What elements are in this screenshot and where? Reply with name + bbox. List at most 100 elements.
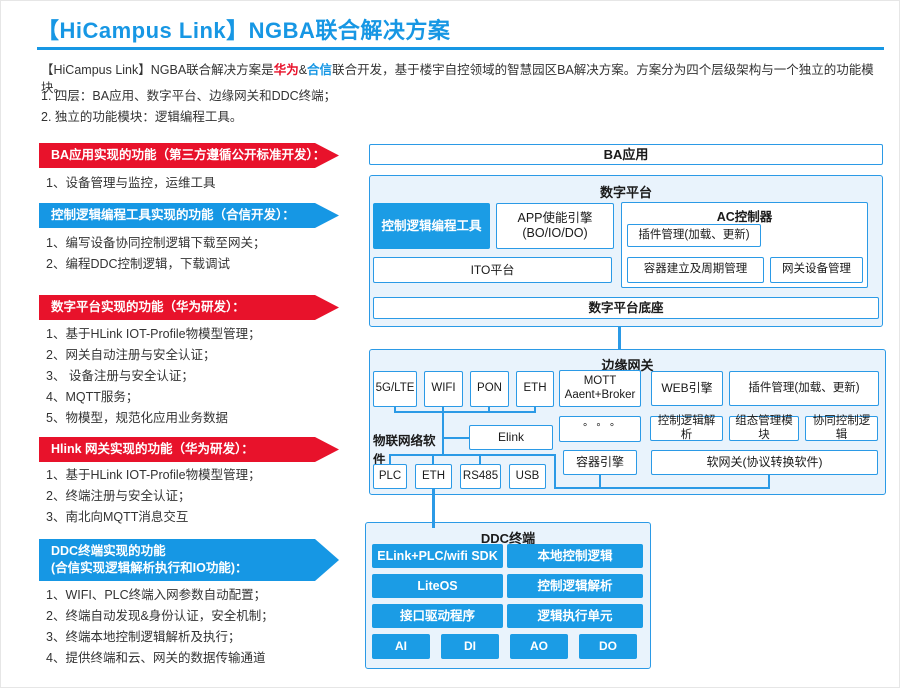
ddc-io-ai-box: AI bbox=[372, 634, 430, 659]
feature-item: 4、MQTT服务； bbox=[46, 390, 139, 404]
feature-item: 2、终端注册与安全认证； bbox=[46, 489, 191, 503]
if-5g-lte-box: 5G/LTE bbox=[373, 371, 417, 407]
ddc-logic-parse-box: 控制逻辑解析 bbox=[507, 574, 643, 598]
app-engine-line1: APP使能引擎 bbox=[517, 211, 593, 225]
feature-item: 3、南北向MQTT消息交互 bbox=[46, 510, 189, 524]
connector-rs485-bus bbox=[479, 454, 481, 464]
connector-platform-edge bbox=[618, 327, 621, 349]
feature-item: 2、终端自动发现&身份认证，安全机制； bbox=[46, 609, 274, 623]
edge-plugin-mgmt-box: 插件管理(加载、更新) bbox=[729, 371, 879, 406]
soft-gateway-box: 软网关(协议转换软件) bbox=[651, 450, 878, 475]
ddc-sdk-box: ELink+PLC/wifi SDK bbox=[372, 544, 503, 568]
mqtt-line2: Aaent+Broker bbox=[564, 388, 636, 401]
feature-item: 2、网关自动注册与安全认证； bbox=[46, 348, 216, 362]
feature-list-ba-app: 1、设备管理与监控，运维工具 bbox=[46, 173, 215, 194]
ddc-exec-unit-box: 逻辑执行单元 bbox=[507, 604, 643, 628]
intro-huawei: 华为 bbox=[273, 63, 299, 77]
connector-soft-gateway bbox=[768, 475, 770, 488]
mqtt-line1: MOTT bbox=[583, 374, 617, 387]
ba-app-layer: BA应用 bbox=[369, 144, 883, 165]
intro-post: 联合开发，基于楼宇自控领域的智慧园区BA解决方案。方案分为四个层级架构与一个独立… bbox=[41, 63, 874, 95]
connector-plc-bus bbox=[389, 454, 391, 464]
banner-digital-platform: 数字平台实现的功能（华为研发）： bbox=[39, 295, 339, 320]
connector-bus-drop bbox=[554, 454, 556, 489]
connector-pon-bus bbox=[488, 407, 490, 413]
connector-eth-bus bbox=[534, 407, 536, 413]
intro-pre: 【HiCampus Link】NGBA联合解决方案是 bbox=[41, 63, 274, 77]
container-engine-box: 容器引擎 bbox=[563, 450, 637, 475]
banner-hlink-gateway: Hlink 网关实现的功能（华为研发）： bbox=[39, 437, 339, 462]
if-pon-box: PON bbox=[470, 371, 509, 407]
ddc-io-ao-box: AO bbox=[510, 634, 568, 659]
connector-bus-vertical bbox=[442, 411, 444, 455]
banner-title-line2: (合信实现逻辑解析执行和IO功能)： bbox=[51, 561, 248, 575]
connector-edge-ddc bbox=[432, 489, 435, 528]
intro-paragraph: 【HiCampus Link】NGBA联合解决方案是华为&合信联合开发，基于楼宇… bbox=[41, 61, 876, 97]
gateway-device-mgmt-box: 网关设备管理 bbox=[770, 257, 863, 283]
app-engine-box: APP使能引擎 (BO/IO/DO) bbox=[496, 203, 614, 249]
banner-title: DDC终端实现的功能 bbox=[51, 544, 166, 558]
feature-item: 5、物模型，规范化应用业务数据 bbox=[46, 411, 228, 425]
ddc-driver-box: 接口驱动程序 bbox=[372, 604, 503, 628]
bus-uplink bbox=[394, 411, 536, 413]
edge-logic-parse-box: 控制逻辑解析 bbox=[650, 415, 723, 441]
ddc-io-do-box: DO bbox=[579, 634, 637, 659]
iot-network-software-label: 物联网络软件 bbox=[373, 434, 436, 467]
if-eth-box: ETH bbox=[516, 371, 554, 407]
if-wifi-box: WIFI bbox=[424, 371, 463, 407]
ddc-local-logic-box: 本地控制逻辑 bbox=[507, 544, 643, 568]
bus-software bbox=[554, 487, 770, 489]
feature-item: 3、终端本地控制逻辑解析及执行； bbox=[46, 630, 241, 644]
edge-gateway-title: 边缘网关 bbox=[601, 358, 654, 373]
connector-wifi-bus bbox=[442, 407, 444, 413]
plugin-mgmt-box: 插件管理(加载、更新) bbox=[627, 224, 761, 247]
intro-module-line: 2. 独立的功能模块：逻辑编程工具。 bbox=[41, 110, 243, 124]
feature-item: 1、基于HLink IOT-Profile物模型管理； bbox=[46, 468, 261, 482]
mqtt-agent-broker-box: MOTT Aaent+Broker bbox=[559, 370, 641, 407]
ito-platform-box: ITO平台 bbox=[373, 257, 612, 283]
feature-list-hlink-gateway: 1、基于HLink IOT-Profile物模型管理； 2、终端注册与安全认证；… bbox=[46, 465, 261, 528]
app-engine-line2: (BO/IO/DO) bbox=[522, 226, 588, 240]
banner-title: Hlink 网关实现的功能（华为研发）： bbox=[51, 442, 254, 456]
banner-ddc-terminal: DDC终端实现的功能 (合信实现逻辑解析执行和IO功能)： bbox=[39, 539, 339, 581]
digital-platform-base-box: 数字平台底座 bbox=[373, 297, 879, 319]
more-dots-box: ° ° ° bbox=[559, 416, 641, 442]
ac-controller-title: AC控制器 bbox=[716, 210, 773, 224]
intro-layers-line: 1. 四层：BA应用、数字平台、边缘网关和DDC终端； bbox=[41, 89, 337, 103]
eth-port-box: ETH bbox=[415, 464, 452, 489]
ddc-io-di-box: DI bbox=[441, 634, 499, 659]
banner-programming-tool: 控制逻辑编程工具实现的功能（合信开发）： bbox=[39, 203, 339, 228]
plc-port-box: PLC bbox=[373, 464, 407, 489]
feature-list-digital-platform: 1、基于HLink IOT-Profile物模型管理； 2、网关自动注册与安全认… bbox=[46, 324, 261, 429]
title-underline bbox=[37, 47, 884, 50]
feature-list-programming-tool: 1、编写设备协同控制逻辑下载至网关； 2、编程DDC控制逻辑，下载调试 bbox=[46, 233, 265, 275]
ddc-title: DDC终端 bbox=[480, 531, 536, 546]
coop-logic-box: 协同控制逻辑 bbox=[805, 415, 878, 441]
feature-item: 1、基于HLink IOT-Profile物模型管理； bbox=[46, 327, 261, 341]
connector-5g-bus bbox=[394, 407, 396, 413]
feature-item: 2、编程DDC控制逻辑，下载调试 bbox=[46, 257, 231, 271]
intro-hexin: 合信 bbox=[307, 63, 333, 77]
connector-elink bbox=[442, 437, 469, 439]
programming-tool-box: 控制逻辑编程工具 bbox=[373, 203, 490, 249]
intro-amp: & bbox=[298, 63, 308, 77]
feature-item: 1、设备管理与监控，运维工具 bbox=[46, 176, 216, 190]
feature-item: 4、提供终端和云、网关的数据传输通道 bbox=[46, 651, 266, 665]
banner-title: 数字平台实现的功能（华为研发）： bbox=[51, 300, 245, 314]
feature-item: 1、WIFI、PLC终端入网参数自动配置； bbox=[46, 588, 267, 602]
banner-ba-app: BA应用实现的功能（第三方遵循公开标准开发）： bbox=[39, 143, 339, 168]
feature-item: 3、 设备注册与安全认证； bbox=[46, 369, 194, 383]
ddc-liteos-box: LiteOS bbox=[372, 574, 503, 598]
container-lifecycle-box: 容器建立及周期管理 bbox=[627, 257, 764, 283]
banner-title: 控制逻辑编程工具实现的功能（合信开发）： bbox=[51, 208, 295, 222]
bus-downlink bbox=[389, 454, 556, 456]
feature-list-ddc-terminal: 1、WIFI、PLC终端入网参数自动配置； 2、终端自动发现&身份认证，安全机制… bbox=[46, 585, 274, 669]
config-module-box: 组态管理模块 bbox=[729, 415, 799, 441]
rs485-port-box: RS485 bbox=[460, 464, 501, 489]
usb-port-box: USB bbox=[509, 464, 546, 489]
digital-platform-title: 数字平台 bbox=[599, 185, 652, 200]
banner-title: BA应用实现的功能（第三方遵循公开标准开发）： bbox=[51, 148, 326, 162]
connector-eth2-bus bbox=[432, 454, 434, 464]
connector-container-engine bbox=[599, 475, 601, 488]
